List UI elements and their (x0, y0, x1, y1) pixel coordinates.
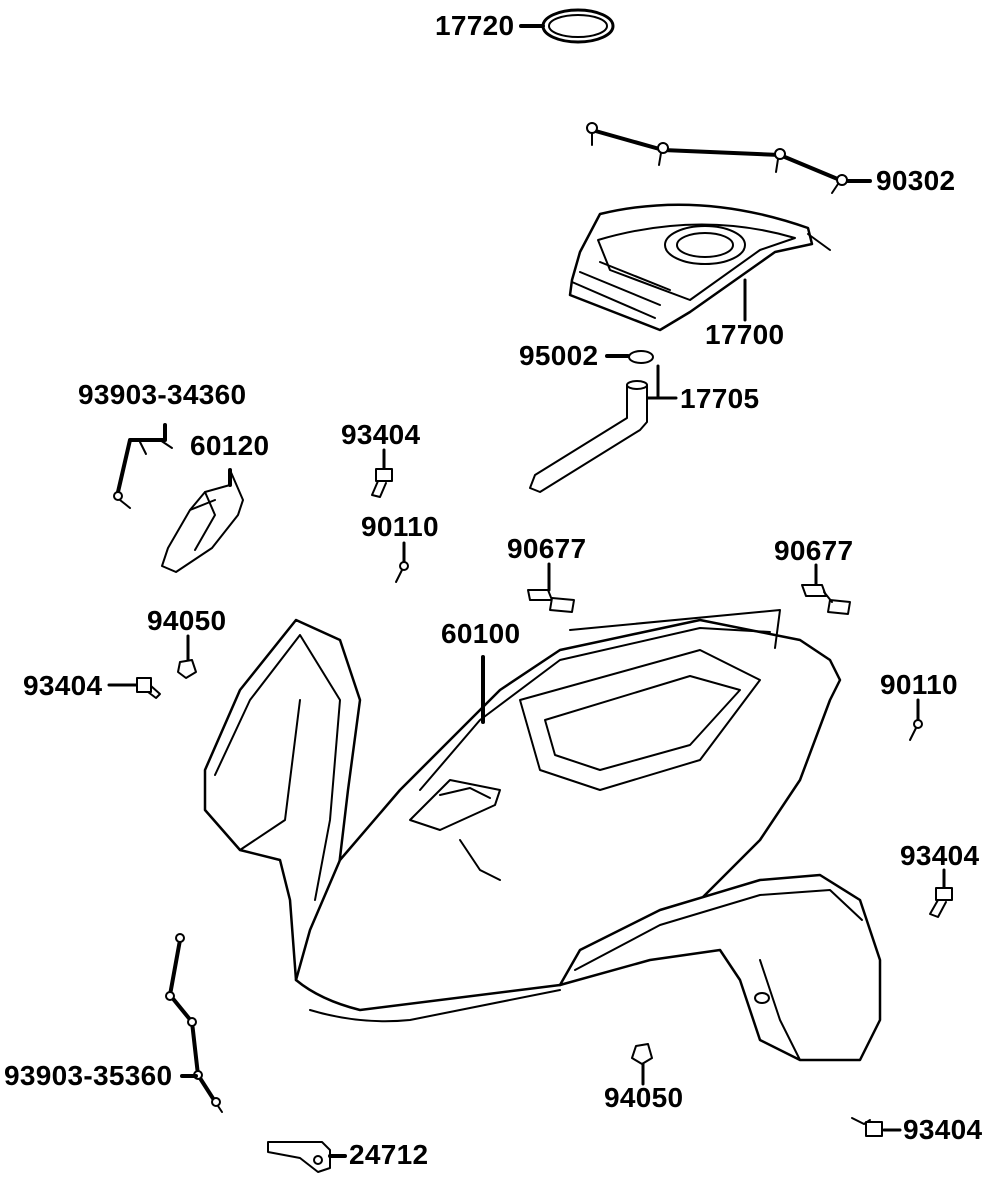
breather-tube-part (529, 350, 678, 493)
label-screw-upper: 90110 (361, 511, 439, 542)
bracket-60120-part (161, 468, 244, 573)
label-breather-tube: 17705 (680, 383, 760, 414)
screw-set-lower-part (165, 933, 223, 1113)
label-screw-set-lower: 93903-35360 (4, 1060, 173, 1091)
label-screw-top: 90302 (876, 165, 956, 196)
bolt-left-part (107, 677, 161, 699)
label-stay-24712: 24712 (349, 1139, 429, 1170)
bolt-right-part (929, 868, 953, 918)
label-nut-bottom: 94050 (604, 1082, 684, 1113)
stay-24712-part (267, 1141, 347, 1173)
clip-right-part (801, 563, 851, 615)
clip-left-part (527, 562, 575, 613)
screw-upper-part (395, 541, 409, 583)
screw-right-part (909, 698, 923, 741)
screw-set-upper-part (113, 423, 173, 509)
label-bracket-60120: 60120 (190, 430, 270, 461)
tank-cover-part (568, 203, 831, 332)
label-front-fender: 60100 (441, 618, 521, 649)
label-bolt-left: 93404 (23, 670, 103, 701)
label-gasket-ring: 17720 (435, 10, 515, 41)
label-bolt-bottom: 93404 (903, 1114, 983, 1145)
label-bolt-upper: 93404 (341, 419, 421, 450)
screw-set-top-part (586, 122, 872, 194)
label-nut-left: 94050 (147, 605, 227, 636)
label-screw-set-upper: 93903-34360 (78, 379, 247, 410)
bolt-upper-part (371, 448, 393, 498)
label-screw-right: 90110 (880, 669, 958, 700)
label-tank-cover: 17700 (705, 319, 785, 350)
front-fender-part (203, 609, 882, 1062)
label-bolt-right: 93404 (900, 840, 980, 871)
label-cap-95002: 95002 (519, 340, 599, 371)
nut-left-part (177, 634, 197, 679)
label-clip-left: 90677 (507, 533, 587, 564)
bolt-bottom-part (851, 1117, 902, 1137)
gasket-ring-part (519, 8, 615, 44)
nut-bottom-part (631, 1043, 653, 1086)
label-clip-right: 90677 (774, 535, 854, 566)
